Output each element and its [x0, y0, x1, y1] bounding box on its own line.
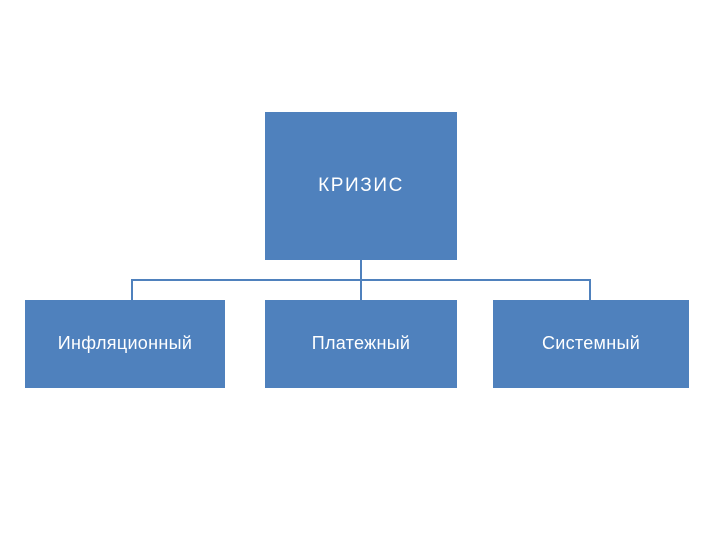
- connector-drop-child-3: [589, 279, 591, 300]
- node-root[interactable]: КРИЗИС: [265, 112, 457, 260]
- connector-drop-child-1: [131, 279, 133, 300]
- node-child-inflationary-label: Инфляционный: [57, 333, 193, 354]
- node-child-payment[interactable]: Платежный: [265, 300, 457, 388]
- connector-drop-child-2: [360, 279, 362, 300]
- node-root-label: КРИЗИС: [318, 174, 404, 196]
- node-child-inflationary[interactable]: Инфляционный: [25, 300, 225, 388]
- node-child-systemic[interactable]: Системный: [493, 300, 689, 388]
- node-child-systemic-label: Системный: [541, 333, 641, 354]
- node-child-payment-label: Платежный: [311, 333, 411, 354]
- connector-root-stub: [360, 260, 362, 280]
